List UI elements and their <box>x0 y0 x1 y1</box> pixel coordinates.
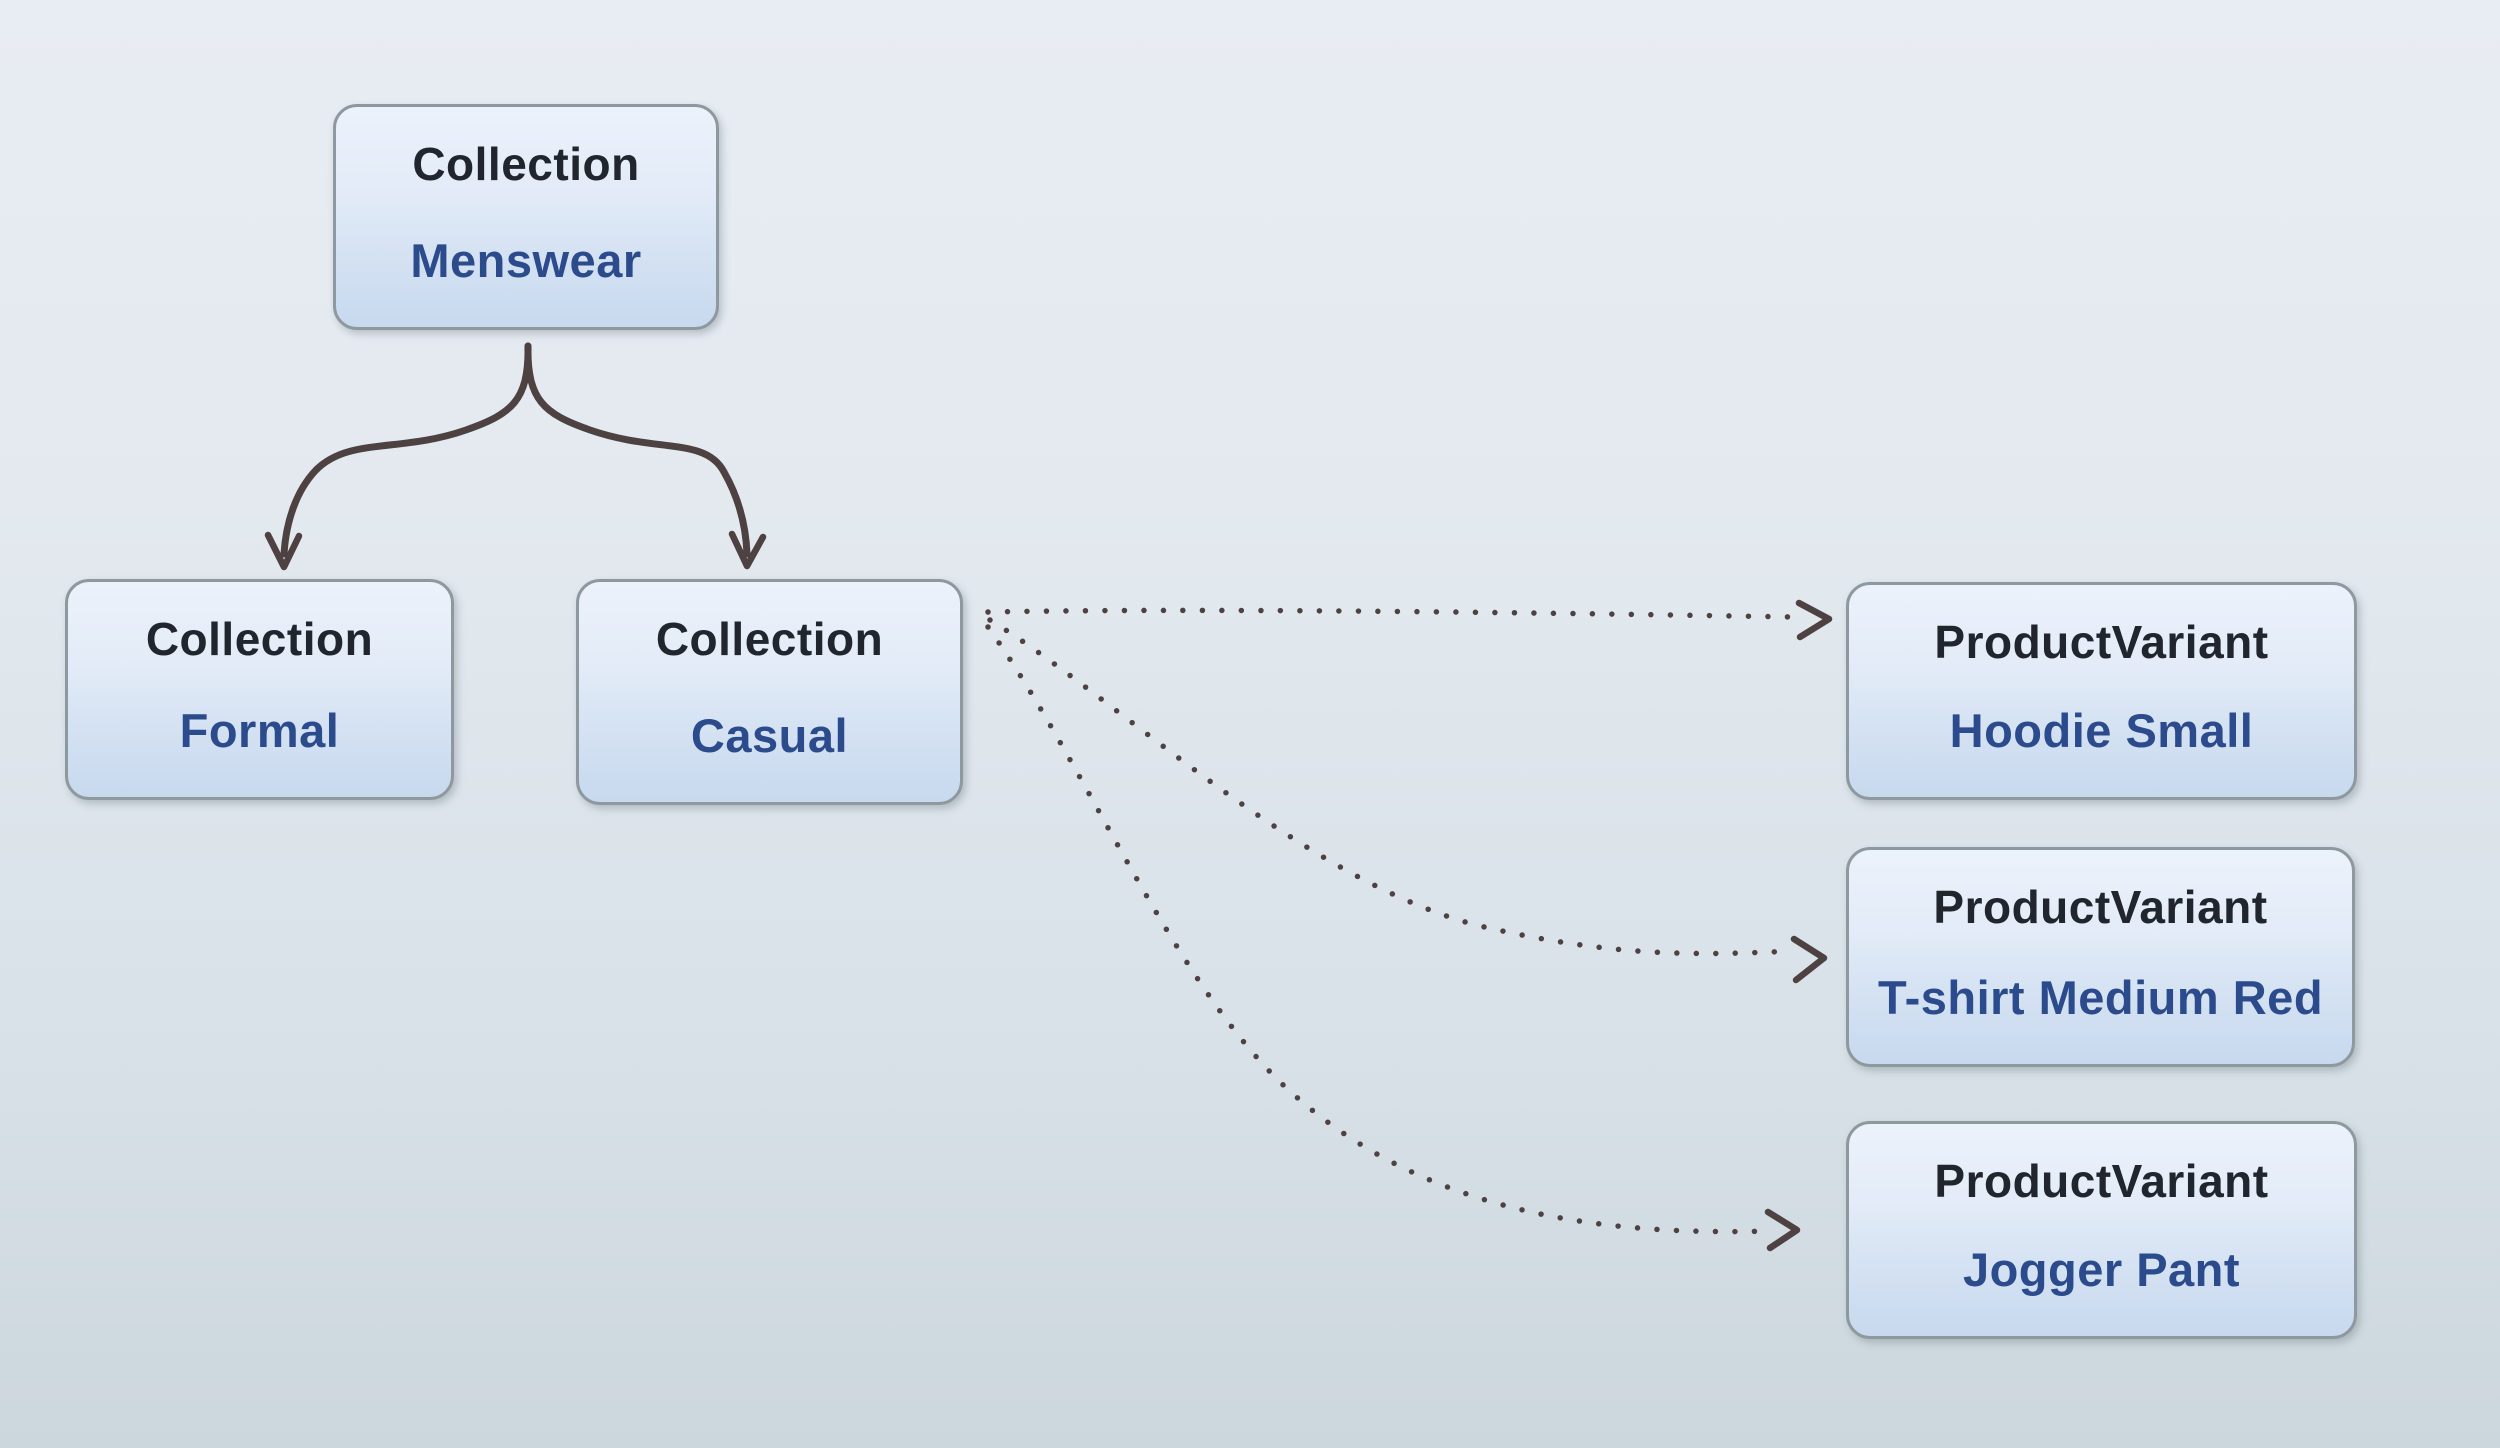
arrowhead-right-icon <box>1790 935 1828 984</box>
node-productvariant-hoodie-small: ProductVariant Hoodie Small <box>1846 582 2357 800</box>
node-name-label: Formal <box>179 704 340 758</box>
node-type-label: ProductVariant <box>1933 881 2268 933</box>
node-name-label: T-shirt Medium Red <box>1877 971 2324 1025</box>
arrowhead-down-icon <box>264 531 303 571</box>
node-collection-formal: Collection Formal <box>65 579 454 800</box>
node-name-label: Hoodie Small <box>1949 704 2254 758</box>
node-productvariant-jogger-pant: ProductVariant Jogger Pant <box>1846 1121 2357 1339</box>
node-type-label: ProductVariant <box>1934 616 2269 668</box>
edge-casual-tshirt <box>987 617 1828 984</box>
node-type-label: Collection <box>655 613 884 665</box>
edge-casual-hoodie <box>985 599 1833 641</box>
node-name-label: Jogger Pant <box>1962 1243 2241 1297</box>
arrowhead-right-icon <box>1764 1208 1801 1252</box>
arrowhead-right-icon <box>1795 599 1833 641</box>
edge-menswear-formal <box>264 342 532 571</box>
node-type-label: ProductVariant <box>1934 1155 2269 1207</box>
edge-menswear-casual <box>524 342 767 570</box>
node-collection-menswear: Collection Menswear <box>333 104 719 330</box>
node-productvariant-tshirt-medium-red: ProductVariant T-shirt Medium Red <box>1846 847 2355 1067</box>
node-type-label: Collection <box>145 613 374 665</box>
node-collection-casual: Collection Casual <box>576 579 963 805</box>
node-type-label: Collection <box>412 138 640 190</box>
node-name-label: Casual <box>690 709 849 763</box>
edge-casual-jogger <box>985 624 1801 1252</box>
arrowhead-down-icon <box>728 530 767 570</box>
node-name-label: Menswear <box>410 234 642 288</box>
